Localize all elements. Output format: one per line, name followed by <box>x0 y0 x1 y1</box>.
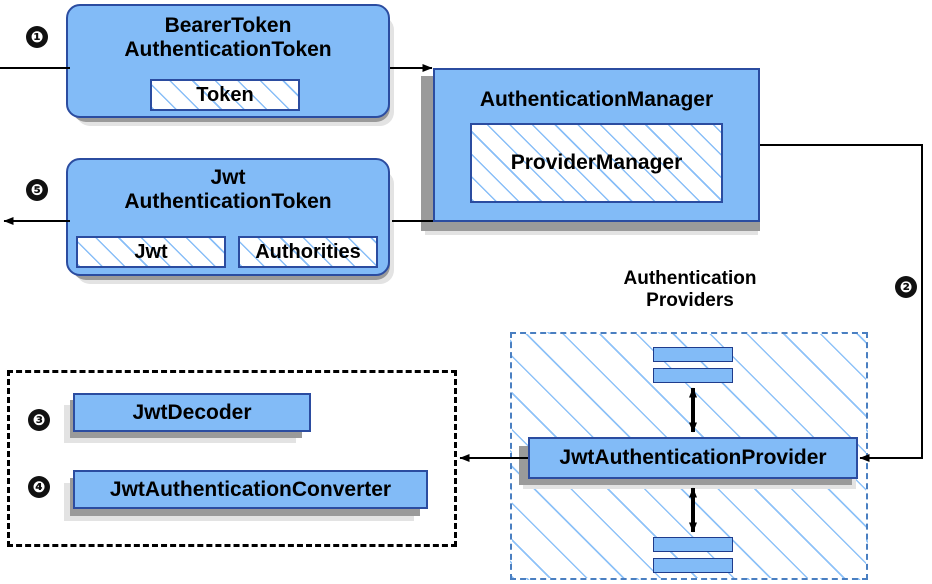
other-provider-bar-top-1 <box>653 347 733 362</box>
authentication-providers-label: Authentication Providers <box>623 268 757 311</box>
other-provider-bar-bottom-2 <box>653 558 733 573</box>
step-marker-2: ❷ <box>895 276 917 298</box>
jwt-authentication-converter-box[interactable]: JwtAuthenticationConverter <box>73 470 428 509</box>
step-marker-3: ❸ <box>28 409 50 431</box>
step-marker-4: ❹ <box>28 476 50 498</box>
jwt-authentication-token-inner-authorities-panel: Authorities <box>238 236 378 268</box>
provider-manager-label: ProviderManager <box>510 151 683 174</box>
other-provider-bar-bottom-1 <box>653 537 733 552</box>
jwt-authentication-token-title: Jwt AuthenticationToken <box>124 166 332 213</box>
step-marker-5: ❺ <box>26 179 48 201</box>
step-marker-1: ❶ <box>26 26 48 48</box>
authorities-inner-label: Authorities <box>255 240 361 263</box>
jwt-decoder-box[interactable]: JwtDecoder <box>73 393 311 432</box>
bearer-token-inner-token-label: Token <box>196 83 254 106</box>
jwt-authentication-provider-label: JwtAuthenticationProvider <box>559 446 827 469</box>
authentication-manager-inner-provider-manager-panel: ProviderManager <box>470 123 723 203</box>
jwt-authentication-provider-box[interactable]: JwtAuthenticationProvider <box>528 437 858 479</box>
bearer-token-authentication-token-title: BearerToken AuthenticationToken <box>124 14 332 61</box>
jwt-authentication-converter-label: JwtAuthenticationConverter <box>109 477 392 501</box>
jwt-authentication-token-inner-jwt-panel: Jwt <box>76 236 226 268</box>
jwt-inner-label: Jwt <box>134 240 168 263</box>
authentication-manager-title: AuthenticationManager <box>479 88 714 111</box>
jwt-decoder-label: JwtDecoder <box>132 400 252 424</box>
bearer-token-inner-token-panel: Token <box>150 79 300 111</box>
other-provider-bar-top-2 <box>653 368 733 383</box>
